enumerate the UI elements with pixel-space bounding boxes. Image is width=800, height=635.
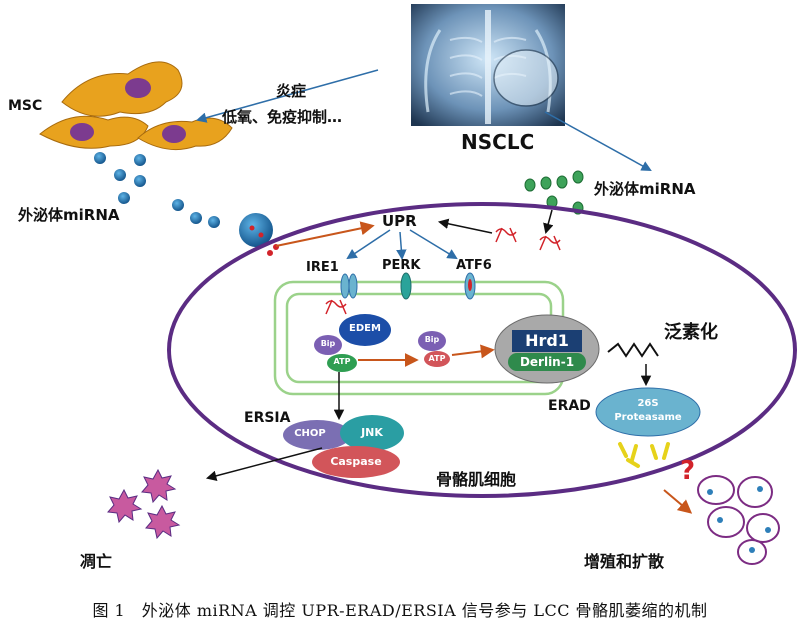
hrd1-derlin-complex bbox=[494, 314, 600, 384]
proteasome-number-label: 26S bbox=[637, 398, 659, 409]
exosome-icon bbox=[239, 213, 279, 256]
exosome-icon bbox=[94, 152, 220, 228]
atp-label-1: ATP bbox=[333, 357, 351, 366]
mirna-icon bbox=[495, 227, 561, 251]
caspase-label: Caspase bbox=[330, 455, 382, 468]
tumor-cell-icon bbox=[697, 475, 780, 565]
proliferation-label: 增殖和扩散 bbox=[584, 552, 665, 571]
erad-label: ERAD bbox=[548, 398, 591, 414]
bip-label-2: Bip bbox=[424, 335, 440, 344]
ersia-label: ERSIA bbox=[244, 410, 291, 426]
ire1-sensor-icon bbox=[340, 273, 358, 299]
ubiquitin-chain-icon bbox=[607, 342, 659, 358]
perk-sensor-icon bbox=[400, 272, 412, 300]
atf6-label: ATF6 bbox=[456, 258, 492, 273]
msc-label: MSC bbox=[8, 98, 43, 114]
proteasome-label: Proteasame bbox=[614, 412, 682, 423]
bip-label-1: Bip bbox=[320, 339, 336, 348]
bip-complex-1 bbox=[314, 314, 391, 372]
edem-label: EDEM bbox=[349, 323, 381, 334]
hrd1-label: Hrd1 bbox=[525, 331, 569, 350]
exosome-icon bbox=[524, 170, 584, 215]
nsclc-label: NSCLC bbox=[461, 130, 535, 154]
hypoxia-label: 低氧、免疫抑制… bbox=[222, 108, 343, 126]
atp-label-2: ATP bbox=[428, 354, 446, 363]
jnk-label: JNK bbox=[361, 426, 383, 439]
msc-cell-icon bbox=[39, 61, 233, 151]
apoptotic-cell-icon bbox=[107, 468, 181, 540]
ubiquitination-label: 泛素化 bbox=[664, 322, 718, 343]
exosome-mirna-right-label: 外泌体miRNA bbox=[594, 180, 696, 198]
chest-xray-image bbox=[411, 4, 565, 126]
perk-label: PERK bbox=[382, 258, 421, 273]
chop-label: CHOP bbox=[294, 428, 326, 439]
proteasome-icon bbox=[595, 387, 701, 468]
upr-label: UPR bbox=[382, 212, 417, 230]
ire1-label: IRE1 bbox=[306, 260, 339, 275]
atf6-sensor-icon bbox=[464, 272, 476, 300]
mirna-icon bbox=[325, 299, 347, 315]
question-mark: ? bbox=[680, 456, 696, 486]
muscle-cell-label: 骨骼肌细胞 bbox=[436, 470, 517, 489]
figure-caption: 图 1 外泌体 miRNA 调控 UPR-ERAD/ERSIA 信号参与 LCC… bbox=[92, 601, 708, 620]
derlin-label: Derlin-1 bbox=[519, 355, 575, 369]
muscle-cell-membrane bbox=[167, 202, 797, 498]
apoptosis-label: 凋亡 bbox=[80, 552, 113, 571]
exosome-mirna-left-label: 外泌体miRNA bbox=[18, 206, 120, 224]
inflammation-label: 炎症 bbox=[276, 82, 307, 100]
ersia-complex bbox=[283, 415, 404, 478]
bip-complex-2 bbox=[418, 331, 450, 367]
